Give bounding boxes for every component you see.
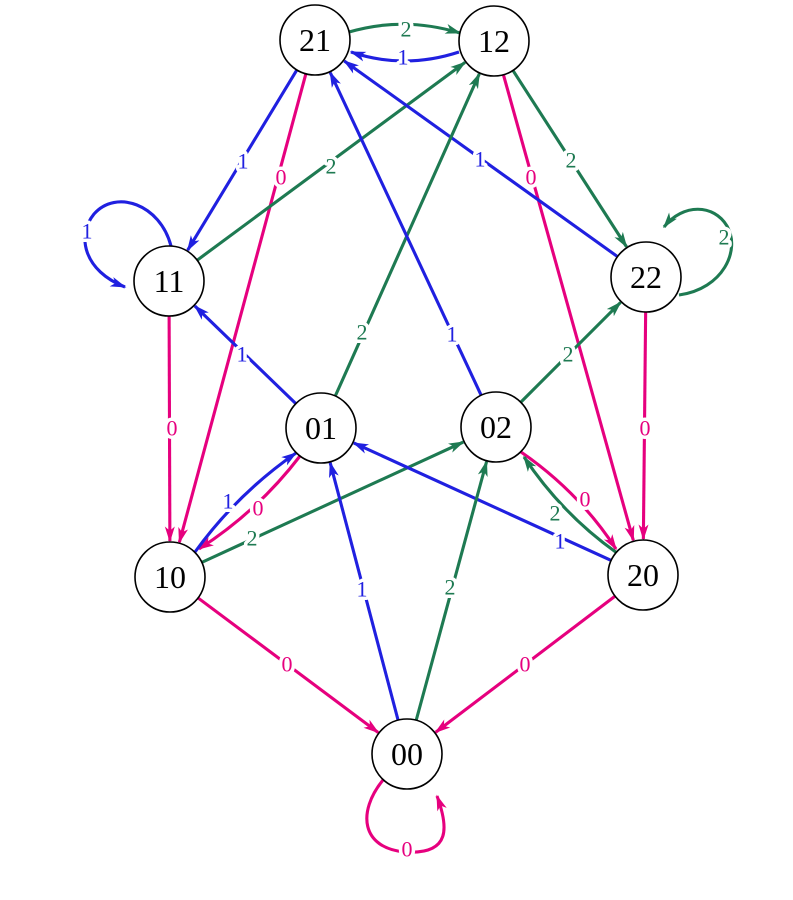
state-circle-10 bbox=[134, 541, 206, 613]
state-circle-00 bbox=[371, 718, 443, 790]
transition-edge-00-01 bbox=[328, 461, 400, 721]
state-label-01: 01 bbox=[305, 410, 337, 446]
state-label-02: 02 bbox=[480, 409, 512, 445]
edge-label-01-10: 0 bbox=[253, 495, 264, 520]
edge-label-20-01: 1 bbox=[555, 528, 566, 553]
edge-label-21-10: 0 bbox=[276, 164, 287, 189]
edge-label-20-02: 2 bbox=[550, 500, 561, 525]
edge-label-00-01: 1 bbox=[357, 576, 368, 601]
state-label-21: 21 bbox=[299, 22, 331, 58]
edge-label-12-20: 0 bbox=[526, 164, 537, 189]
state-node-11: 11 bbox=[133, 245, 205, 317]
edge-label-21-12: 2 bbox=[401, 16, 412, 41]
state-circle-01 bbox=[285, 392, 357, 464]
transition-edge-10-01 bbox=[193, 451, 298, 553]
state-label-10: 10 bbox=[154, 559, 186, 595]
transition-edge-02-21 bbox=[328, 71, 483, 396]
transition-edge-21-12 bbox=[348, 22, 462, 35]
transition-edge-20-02 bbox=[522, 455, 618, 555]
edge-label-22-22: 2 bbox=[719, 224, 730, 249]
state-label-12: 12 bbox=[478, 23, 510, 59]
transition-edge-22-20 bbox=[638, 311, 649, 541]
transition-edge-02-22 bbox=[519, 301, 622, 404]
edge-label-01-12: 2 bbox=[357, 319, 368, 344]
transition-edge-21-10 bbox=[177, 73, 308, 544]
edge-label-11-12: 2 bbox=[326, 153, 337, 178]
edge-label-20-00: 0 bbox=[520, 651, 531, 676]
state-node-01: 01 bbox=[285, 392, 357, 464]
state-node-21: 21 bbox=[279, 4, 351, 76]
edge-label-11-11: 1 bbox=[82, 218, 93, 243]
edge-label-21-11: 1 bbox=[238, 148, 249, 173]
edge-label-02-20: 0 bbox=[580, 486, 591, 511]
state-node-00: 00 bbox=[371, 718, 443, 790]
state-label-20: 20 bbox=[627, 557, 659, 593]
transition-edge-12-21 bbox=[349, 50, 460, 63]
edge-label-02-22: 2 bbox=[563, 341, 574, 366]
edge-label-22-21: 1 bbox=[475, 146, 486, 171]
transition-edge-10-00 bbox=[197, 596, 380, 734]
transition-edge-00-02 bbox=[414, 460, 489, 721]
edge-label-10-02: 2 bbox=[247, 525, 258, 550]
transition-edge-11-11 bbox=[83, 200, 173, 289]
state-label-00: 00 bbox=[391, 736, 423, 772]
transition-edge-11-12 bbox=[196, 61, 467, 262]
transition-edge-22-22 bbox=[662, 207, 734, 297]
state-circle-21 bbox=[279, 4, 351, 76]
transition-edge-01-10 bbox=[197, 455, 302, 551]
transition-edge-20-00 bbox=[434, 594, 617, 734]
state-circle-11 bbox=[133, 245, 205, 317]
transition-edge-22-21 bbox=[343, 59, 619, 258]
transition-edge-00-00 bbox=[365, 779, 447, 854]
state-node-22: 22 bbox=[610, 241, 682, 313]
transition-edge-12-20 bbox=[501, 74, 635, 542]
edge-label-22-20: 0 bbox=[640, 415, 651, 440]
state-label-22: 22 bbox=[630, 259, 662, 295]
state-label-11: 11 bbox=[154, 263, 185, 299]
edge-label-11-10: 0 bbox=[167, 415, 178, 440]
edge-label-00-00: 0 bbox=[402, 836, 413, 861]
transition-edge-02-20 bbox=[520, 450, 618, 551]
edge-label-01-11: 1 bbox=[237, 341, 248, 366]
transition-edge-10-02 bbox=[201, 440, 465, 564]
edge-label-10-01: 1 bbox=[223, 488, 234, 513]
transition-edge-01-11 bbox=[193, 304, 297, 405]
state-node-02: 02 bbox=[460, 391, 532, 463]
edge-label-00-02: 2 bbox=[445, 574, 456, 599]
state-circle-12 bbox=[458, 5, 530, 77]
transition-edge-11-10 bbox=[164, 315, 175, 543]
edge-label-12-21: 1 bbox=[398, 44, 409, 69]
state-circle-02 bbox=[460, 391, 532, 463]
state-node-10: 10 bbox=[134, 541, 206, 613]
transition-edge-21-11 bbox=[186, 69, 299, 252]
state-node-12: 12 bbox=[458, 5, 530, 77]
state-circle-22 bbox=[610, 241, 682, 313]
transition-edge-12-22 bbox=[511, 69, 628, 248]
transition-edge-20-01 bbox=[352, 441, 612, 562]
edge-label-02-21: 1 bbox=[447, 321, 458, 346]
edge-label-10-00: 0 bbox=[282, 651, 293, 676]
state-node-20: 20 bbox=[607, 539, 679, 611]
edge-label-12-22: 2 bbox=[566, 147, 577, 172]
state-circle-20 bbox=[607, 539, 679, 611]
